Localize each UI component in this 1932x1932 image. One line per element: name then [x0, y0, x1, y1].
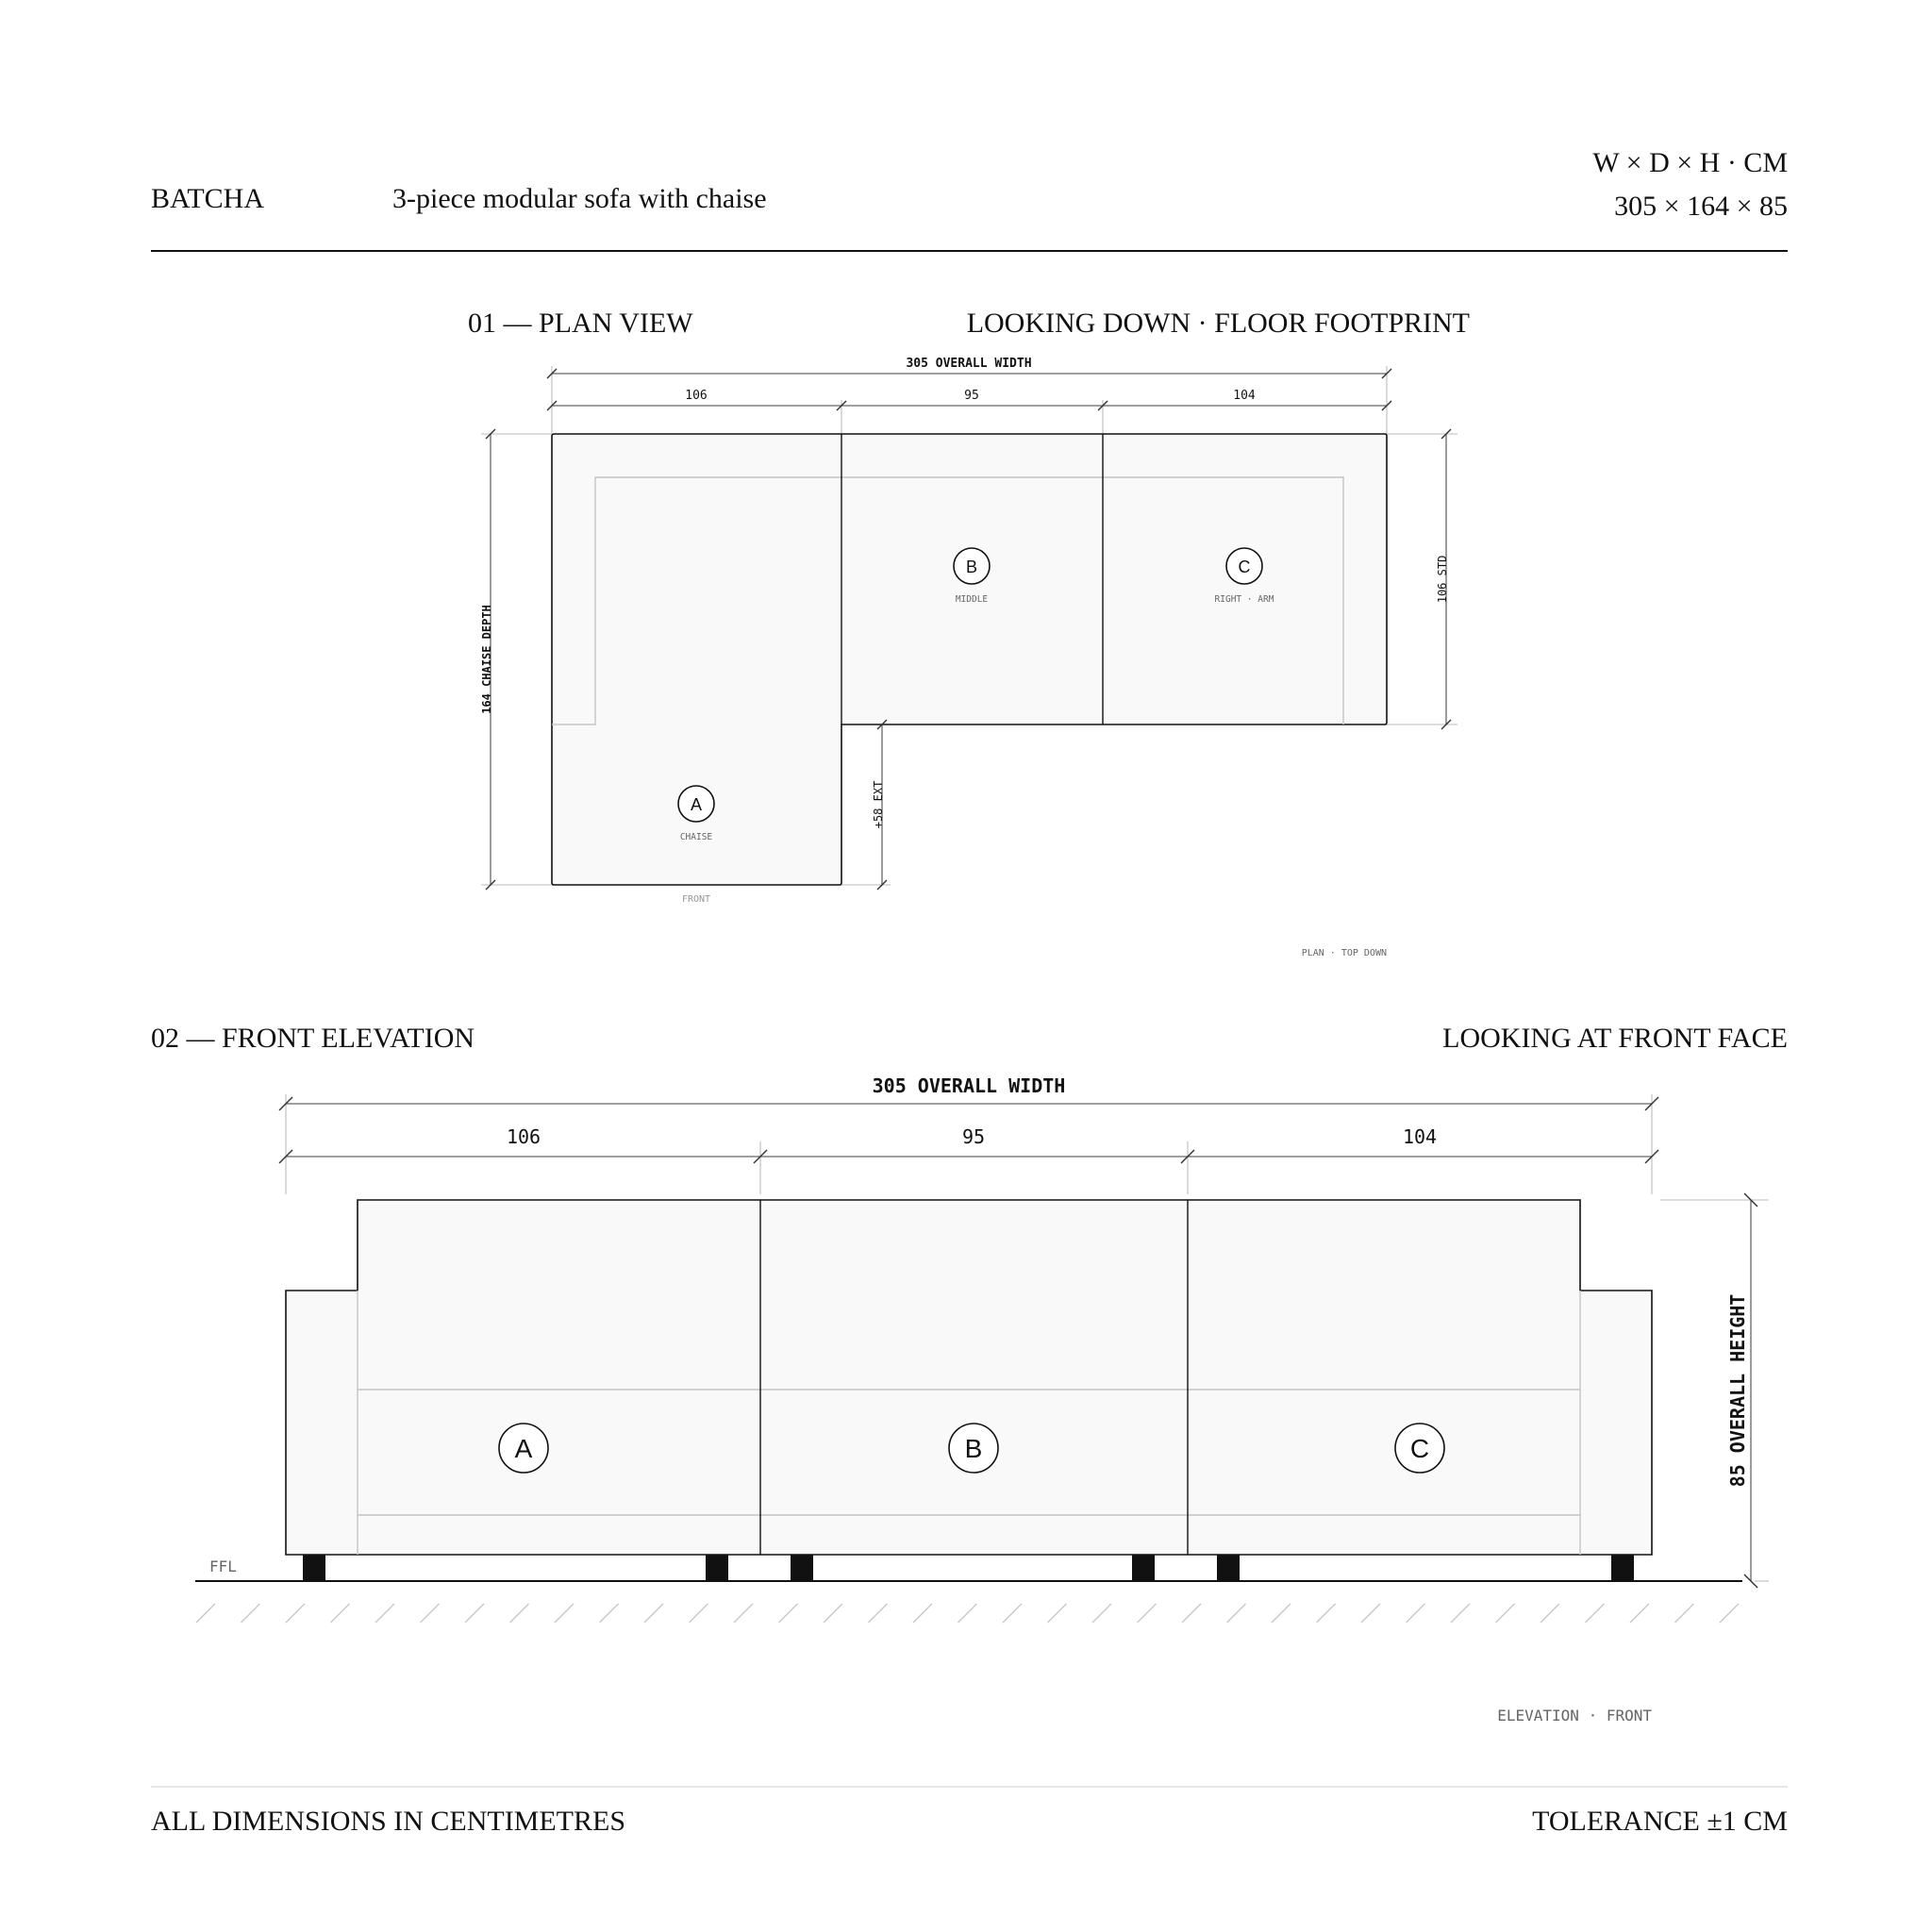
hatch-mark: [1137, 1603, 1157, 1624]
ffl-label: FFL: [209, 1557, 237, 1575]
plan-module-b: B MIDDLE: [953, 547, 991, 605]
plan-overall-width-label: 305 OVERALL WIDTH: [906, 357, 1031, 371]
elevation-segment-label: 106: [507, 1125, 541, 1148]
plan-module-c: C RIGHT · ARM: [1215, 547, 1274, 605]
dims-value: 305 × 164 × 85: [1614, 191, 1788, 222]
plan-depth-dimension: 164 CHAISE DEPTH: [480, 428, 552, 891]
hatch-mark: [509, 1603, 529, 1624]
hatch-mark: [1271, 1603, 1291, 1624]
plan-segment-dimensions: 106 95 104: [546, 389, 1392, 434]
product-subtitle: 3-piece modular sofa with chaise: [392, 183, 767, 214]
floor-hatching: [195, 1603, 1740, 1624]
hatch-mark: [733, 1603, 754, 1624]
elevation-title: 02 — FRONT ELEVATION: [151, 1023, 475, 1054]
hatch-mark: [195, 1603, 216, 1624]
hatch-mark: [1316, 1603, 1336, 1624]
sofa-leg: [1132, 1555, 1155, 1581]
plan-module-letter: B: [966, 558, 977, 576]
sofa-leg: [1611, 1555, 1634, 1581]
hatch-mark: [554, 1603, 575, 1624]
elevation-module-letter: A: [515, 1434, 533, 1463]
plan-overall-width-dimension: 305 OVERALL WIDTH: [546, 357, 1392, 434]
hatch-mark: [330, 1603, 350, 1624]
hatch-mark: [599, 1603, 619, 1624]
dims-label: W × D × H · CM: [1592, 147, 1788, 178]
elevation-segment-dimensions: 106 95 104: [278, 1125, 1659, 1194]
plan-segment-label: 95: [964, 389, 979, 403]
sofa-leg: [1217, 1555, 1240, 1581]
plan-outline: [551, 433, 1388, 886]
plan-title: 01 — PLAN VIEW: [468, 308, 693, 339]
plan-module-name: MIDDLE: [956, 594, 989, 605]
hatch-mark: [1719, 1603, 1740, 1624]
hatch-mark: [1585, 1603, 1605, 1624]
plan-module-letter: C: [1239, 558, 1251, 576]
plan-caption: LOOKING DOWN · FLOOR FOOTPRINT: [967, 308, 1470, 339]
elevation-outline: [285, 1199, 1653, 1556]
plan-std-label: 106 STD: [1436, 556, 1449, 604]
hatch-mark: [241, 1603, 260, 1624]
elevation-overall-width-label: 305 OVERALL WIDTH: [873, 1074, 1066, 1097]
hatch-mark: [912, 1603, 933, 1624]
elevation-module-a: A: [498, 1423, 549, 1474]
hatch-mark: [1091, 1603, 1112, 1624]
hatch-mark: [1450, 1603, 1471, 1624]
hatch-mark: [958, 1603, 977, 1624]
plan-seat-inset: [552, 476, 1344, 725]
plan-footprint: [551, 433, 1388, 886]
elevation-legs: [303, 1555, 1634, 1581]
hatch-mark: [1047, 1603, 1067, 1624]
hatch-mark: [1495, 1603, 1515, 1624]
elevation-caption: LOOKING AT FRONT FACE: [1442, 1023, 1788, 1054]
elevation-segment-label: 104: [1403, 1125, 1437, 1148]
footer-units-note: ALL DIMENSIONS IN CENTIMETRES: [151, 1806, 625, 1837]
plan-module-a: A CHAISE: [677, 785, 715, 842]
elevation-module-b: B: [948, 1423, 999, 1474]
hatch-mark: [464, 1603, 485, 1624]
elevation-sofa-body: [285, 1199, 1653, 1556]
brand-title: BATCHA: [151, 183, 264, 214]
elevation-segment-label: 95: [962, 1125, 985, 1148]
hatch-mark: [1226, 1603, 1246, 1624]
plan-module-name: RIGHT · ARM: [1215, 594, 1274, 605]
elevation-module-letter: C: [1410, 1434, 1429, 1463]
sofa-leg: [791, 1555, 813, 1581]
hatch-mark: [420, 1603, 440, 1624]
elevation-module-c: C: [1394, 1423, 1445, 1474]
hatch-mark: [1002, 1603, 1023, 1624]
plan-module-name: CHAISE: [680, 832, 713, 842]
plan-std-dimension: 106 STD: [1387, 428, 1457, 730]
hatch-mark: [868, 1603, 888, 1624]
plan-ext-label: +58 EXT: [872, 781, 885, 829]
hatch-mark: [1540, 1603, 1560, 1624]
hatch-mark: [823, 1603, 843, 1624]
plan-segment-label: 104: [1233, 389, 1256, 403]
plan-ext-dimension: +58 EXT: [841, 719, 891, 891]
footer-tolerance-note: TOLERANCE ±1 CM: [1532, 1806, 1788, 1837]
hatch-mark: [1181, 1603, 1202, 1624]
elevation-overall-width-dimension: 305 OVERALL WIDTH: [278, 1074, 1659, 1194]
sofa-leg: [303, 1555, 325, 1581]
hatch-mark: [1406, 1603, 1425, 1624]
hatch-mark: [1629, 1603, 1650, 1624]
plan-corner-label: PLAN · TOP DOWN: [1302, 948, 1387, 958]
plan-depth-label: 164 CHAISE DEPTH: [480, 605, 493, 714]
plan-module-letter: A: [691, 795, 702, 814]
hatch-mark: [643, 1603, 664, 1624]
hatch-mark: [689, 1603, 708, 1624]
elevation-height-label: 85 OVERALL HEIGHT: [1726, 1294, 1749, 1488]
hatch-mark: [285, 1603, 306, 1624]
hatch-mark: [1360, 1603, 1381, 1624]
hatch-mark: [375, 1603, 395, 1624]
sofa-leg: [706, 1555, 728, 1581]
elevation-height-dimension: 85 OVERALL HEIGHT: [1660, 1192, 1769, 1589]
elevation-corner-label: ELEVATION · FRONT: [1497, 1707, 1652, 1724]
plan-segment-label: 106: [685, 389, 707, 403]
hatch-mark: [778, 1603, 798, 1624]
hatch-mark: [1674, 1603, 1694, 1624]
elevation-module-letter: B: [965, 1434, 983, 1463]
plan-front-label: FRONT: [682, 894, 710, 905]
